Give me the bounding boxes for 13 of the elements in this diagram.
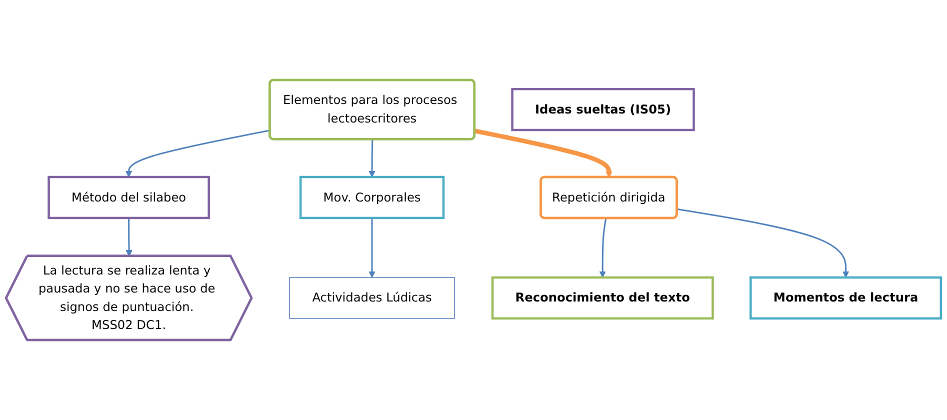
arrow bbox=[474, 128, 612, 178]
arrow bbox=[368, 218, 376, 278]
arrow bbox=[368, 139, 376, 178]
node-box: Actividades Lúdicas bbox=[289, 277, 455, 319]
arrow bbox=[676, 208, 850, 278]
arrow bbox=[599, 218, 607, 278]
node-box: Ideas sueltas (IS05) bbox=[511, 88, 695, 132]
node-box: Reconocimiento del texto bbox=[491, 276, 714, 320]
arrow bbox=[126, 218, 132, 257]
node-box: Método del silabeo bbox=[48, 176, 210, 220]
node-box: Mov. Corporales bbox=[299, 176, 445, 220]
node-box: Momentos de lectura bbox=[750, 276, 942, 320]
arrow bbox=[125, 130, 270, 178]
